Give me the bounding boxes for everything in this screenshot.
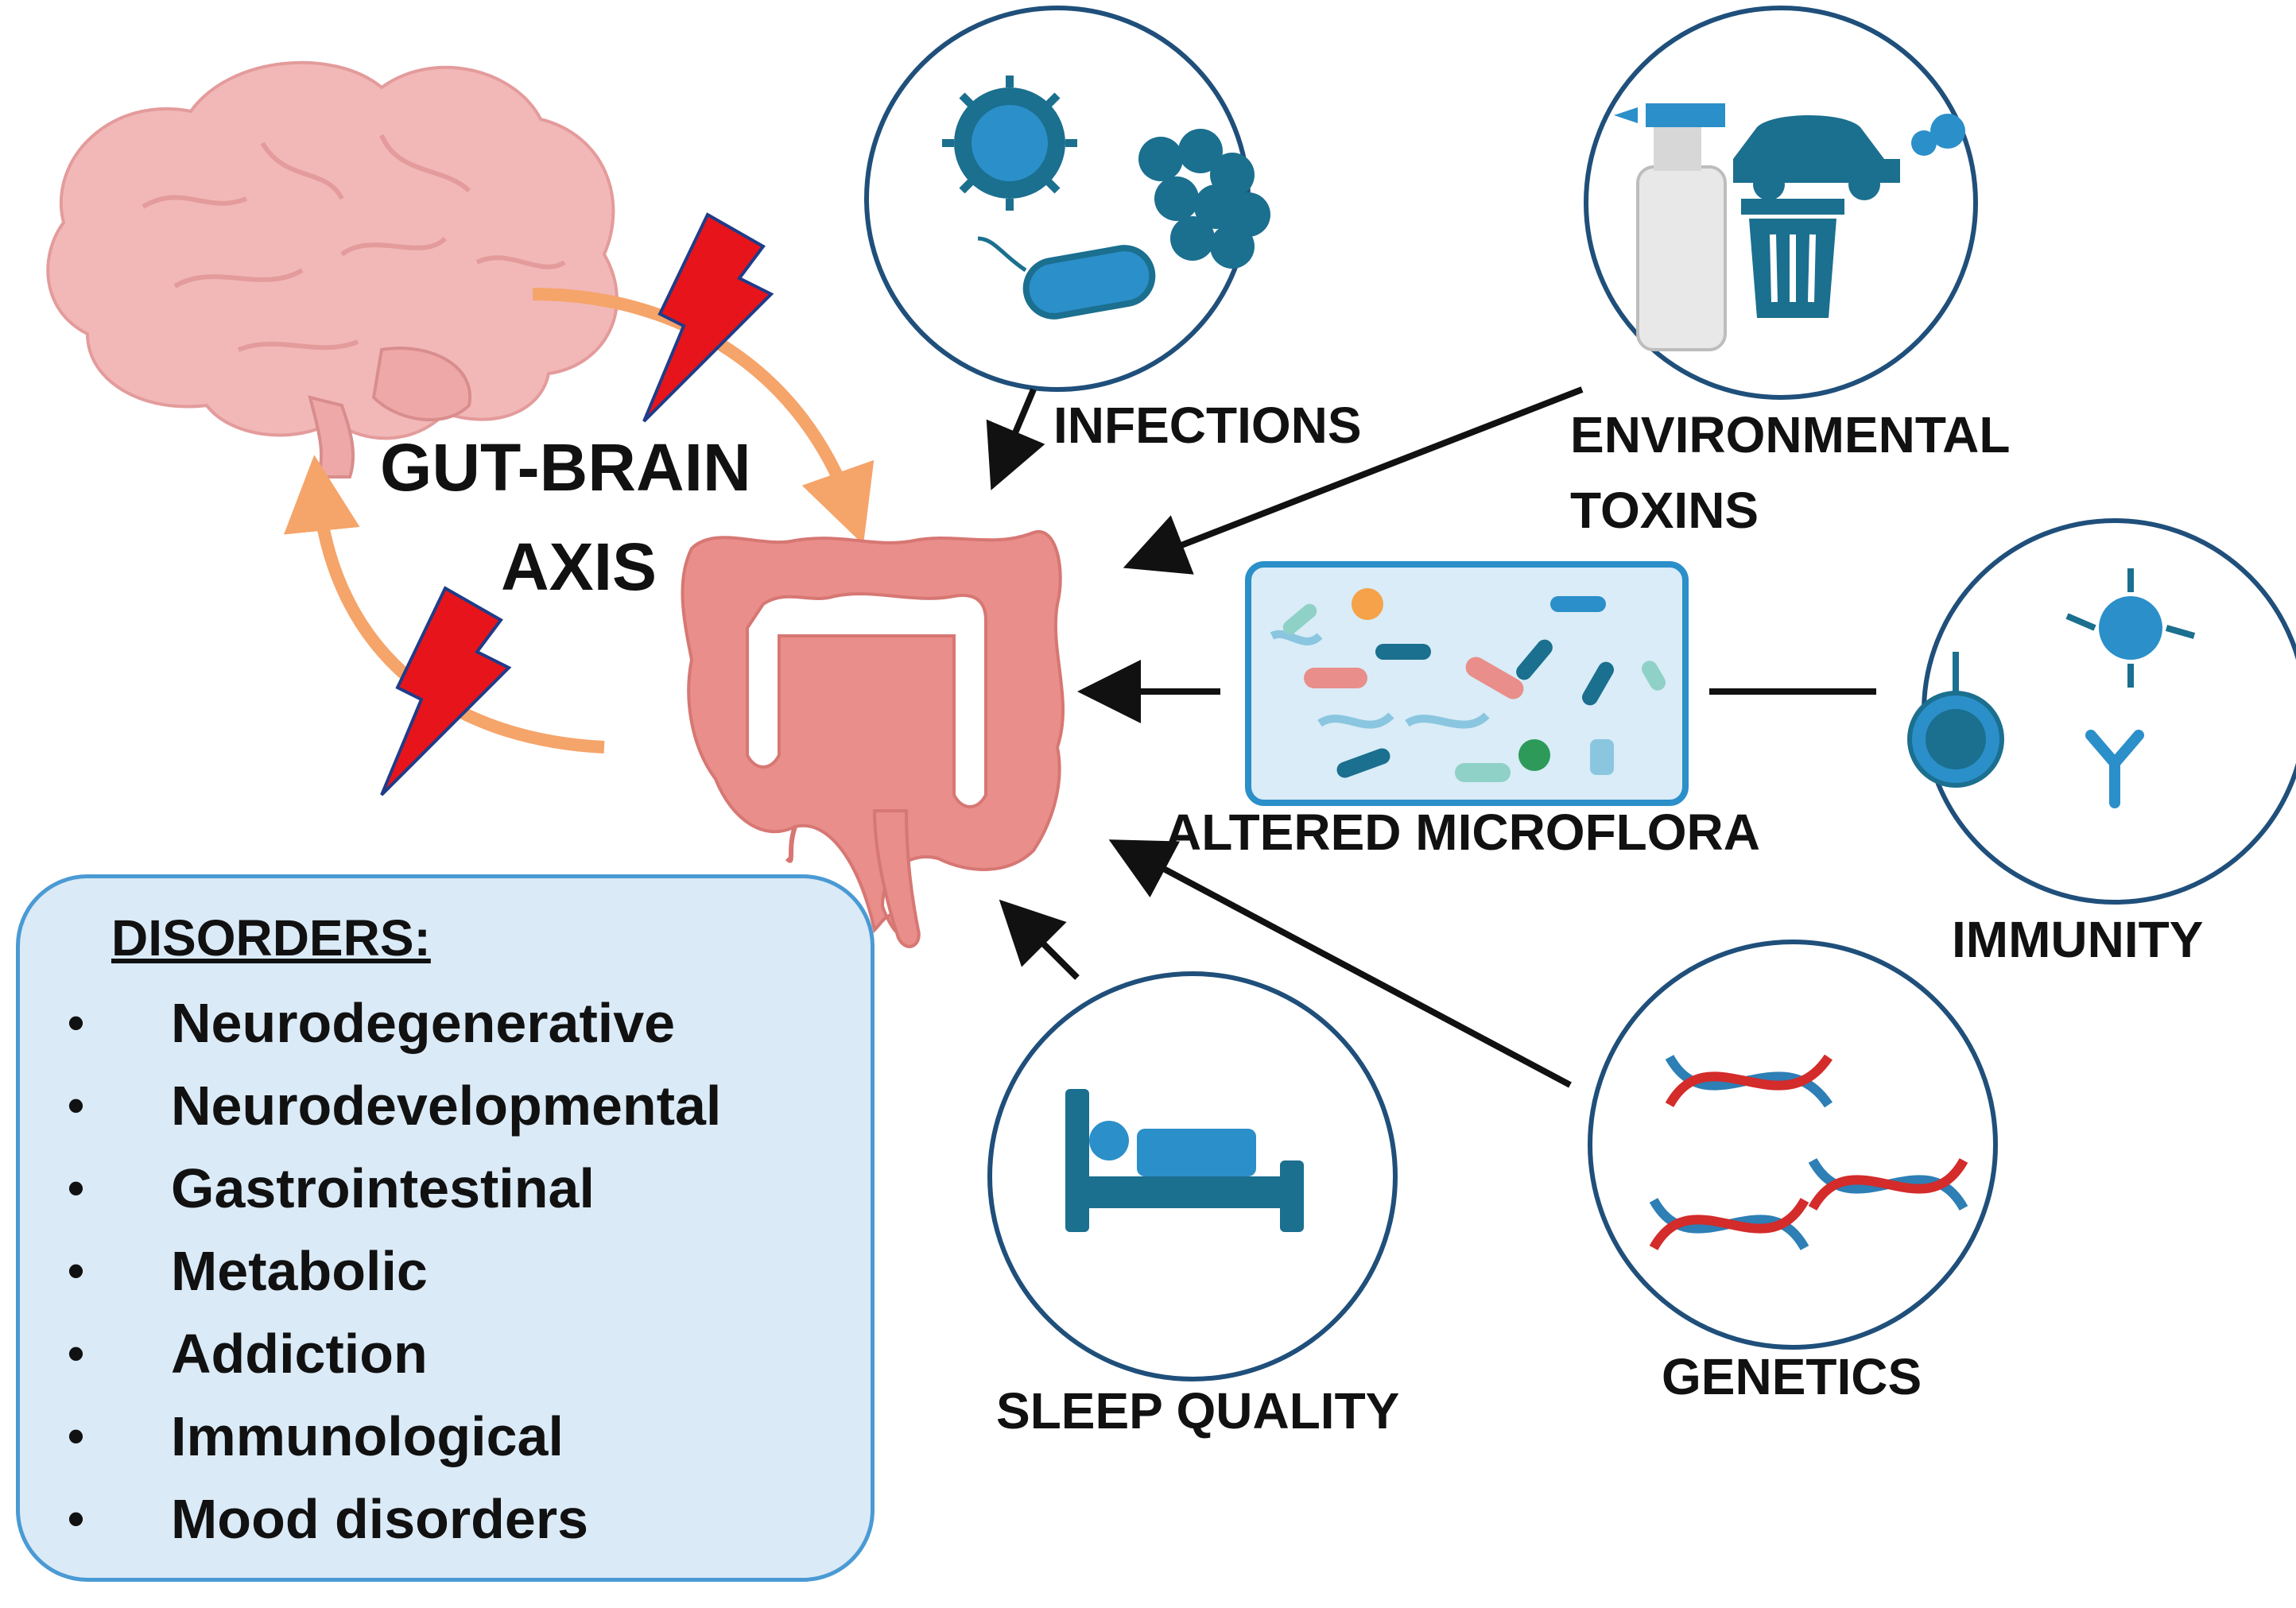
disorder-label: Mood disorders — [171, 1488, 589, 1550]
list-item: • Immunological — [68, 1395, 721, 1478]
dna-icon — [1649, 1054, 1968, 1251]
disorder-label: Neurodegenerative — [171, 992, 676, 1054]
title-line1: GUT-BRAIN — [380, 430, 751, 505]
microbes-icon — [1270, 588, 1666, 782]
environmental-label-line1: ENVIRONMENTAL — [1570, 406, 2011, 463]
disorders-box: DISORDERS: • Neurodegenerative • Neurodeve… — [16, 874, 875, 1582]
genetics-circle — [1588, 940, 1998, 1350]
brain-to-gut-arrow — [532, 288, 875, 545]
sleep-arrow — [999, 899, 1080, 980]
car-icon — [1733, 114, 1965, 200]
lightning-icon — [380, 586, 512, 796]
bullet-icon: • — [68, 1244, 85, 1297]
bullet-icon: • — [68, 1492, 85, 1545]
microflora-box — [1245, 561, 1689, 806]
disorders-list: • Neurodegenerative • Neurodevelopmental •… — [68, 982, 721, 1560]
spray-bottle-icon — [1614, 103, 1727, 351]
list-item: • Gastrointestinal — [68, 1147, 721, 1230]
trash-can-icon — [1741, 199, 1844, 318]
bullet-icon: • — [68, 996, 85, 1049]
environmental-arrow — [1123, 386, 1584, 575]
immunity-label: IMMUNITY — [1952, 911, 2204, 968]
disorder-label: Neurodevelopmental — [171, 1075, 722, 1137]
bacillus-icon — [977, 236, 1156, 320]
bacteria-cluster-icon — [1138, 129, 1270, 269]
genetics-label: GENETICS — [1662, 1348, 1922, 1405]
bullet-icon: • — [68, 1079, 85, 1132]
disorder-label: Addiction — [171, 1323, 428, 1385]
virus-icon — [942, 76, 1077, 211]
list-item: • Mood disorders — [68, 1478, 721, 1560]
environmental-label-line2: TOXINS — [1570, 482, 1759, 539]
list-item: • Metabolic — [68, 1230, 721, 1312]
gut-icon — [681, 529, 1065, 948]
disorder-label: Metabolic — [171, 1240, 428, 1302]
bullet-icon: • — [68, 1327, 85, 1380]
list-item: • Neurodevelopmental — [68, 1064, 721, 1147]
bullet-icon: • — [68, 1161, 85, 1215]
brain-icon — [46, 60, 619, 479]
altered-microflora-label: ALTERED MICROFLORA — [1165, 804, 1760, 861]
genetics-arrow — [1108, 839, 1572, 1088]
list-item: • Neurodegenerative — [68, 982, 721, 1064]
bullet-icon: • — [68, 1409, 85, 1463]
disorders-heading: DISORDERS: — [111, 909, 431, 967]
title-line2: AXIS — [501, 529, 657, 604]
infections-arrow — [986, 388, 1045, 490]
bed-icon — [1065, 1089, 1304, 1232]
disorder-label: Gastrointestinal — [171, 1157, 595, 1219]
sleep-quality-label: SLEEP QUALITY — [996, 1382, 1400, 1439]
lightning-icon — [642, 212, 774, 423]
list-item: • Addiction — [68, 1312, 721, 1395]
antibody-icon — [2085, 730, 2144, 808]
disorder-label: Immunological — [171, 1405, 564, 1467]
infections-label: INFECTIONS — [1053, 397, 1362, 454]
immune-cell-icon — [1907, 568, 2196, 788]
